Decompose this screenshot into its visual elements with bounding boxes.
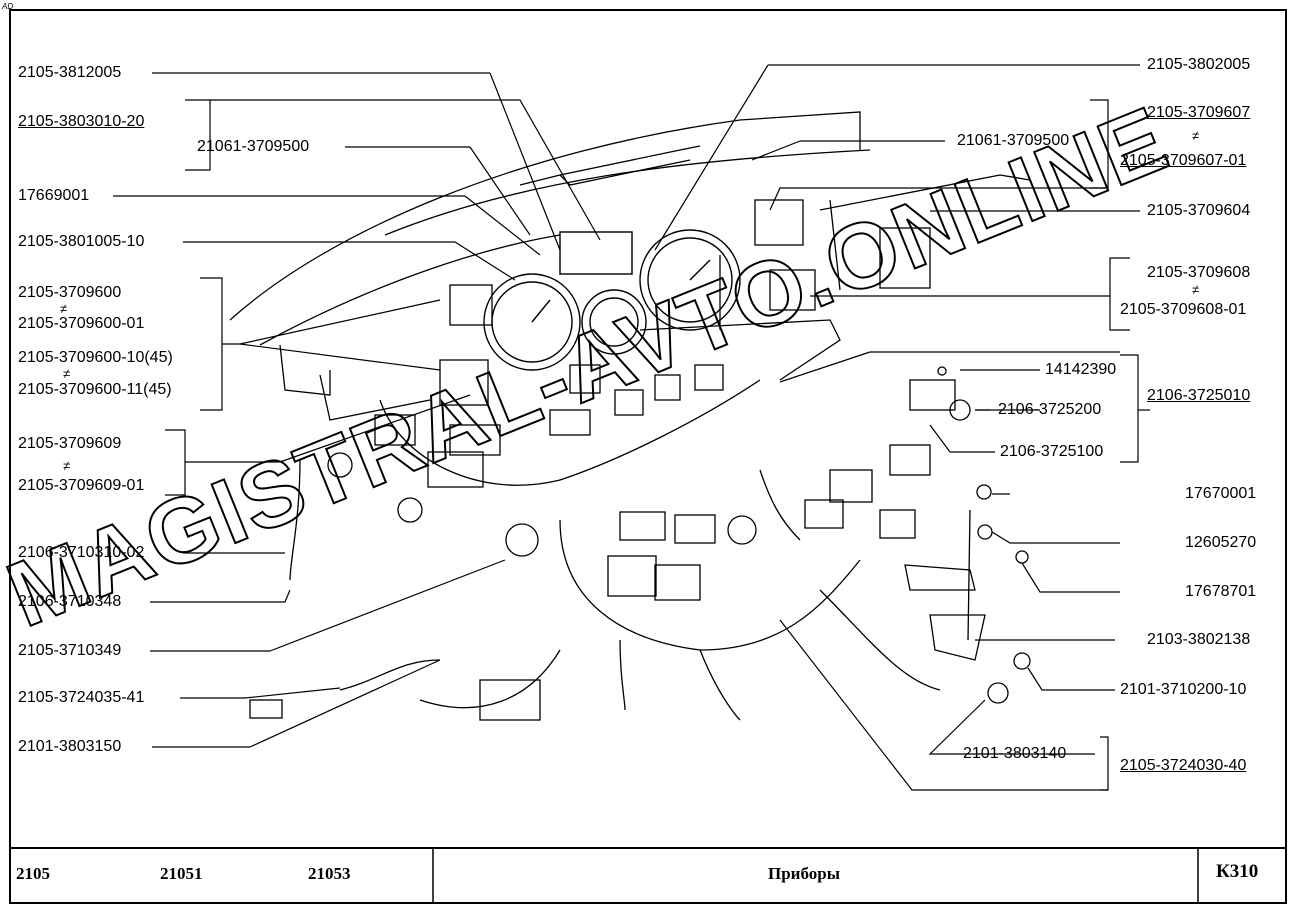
part-label: 2106-3710348 [18,593,122,610]
switches [439,199,956,411]
part-label: 2105-3709600-01 [18,315,145,332]
footer-model-3: 21053 [308,864,351,883]
part-label: 2103-3802138 [1147,631,1251,648]
footer-title: Приборы [768,864,840,883]
not-equal-sign: ≠ [1192,282,1200,297]
part-label: 2101-3803140 [963,745,1067,762]
part-label: 2105-3709608-01 [1120,301,1247,318]
part-label: 2105-3709600-10(45) [18,349,173,366]
dashboard-outline [229,111,1031,421]
part-label: 2105-3709604 [1147,202,1251,219]
part-label: 2105-3709608 [1147,264,1251,281]
part-label: 21061-3709500 [197,138,310,155]
footer-model-1: 2105 [16,864,50,883]
page-border [9,9,1287,904]
corner-mark: AD [2,2,14,11]
part-label: 2105-3709600 [18,284,122,301]
part-label: 2105-3710349 [18,642,122,659]
part-label: 17670001 [1185,485,1257,502]
part-label: 2106-3725200 [998,401,1102,418]
part-label: 2105-3801005-10 [18,233,145,250]
part-label: 17669001 [18,187,90,204]
part-label: 2106-3725010 [1147,387,1251,404]
part-label: 21061-3709500 [957,132,1070,149]
part-label: 2105-3724035-41 [18,689,145,706]
part-label: 2106-3710310-02 [18,544,145,561]
not-equal-sign: ≠ [60,301,68,316]
part-label: 2105-3802005 [1147,56,1251,73]
part-label: 2105-3709609 [18,435,122,452]
footer-code: К310 [1216,861,1259,882]
not-equal-sign: ≠ [63,366,71,381]
not-equal-sign: ≠ [1192,128,1200,143]
part-label: 14142390 [1045,361,1117,378]
footer-model-2: 21051 [160,864,203,883]
wiring-harness [249,364,941,721]
part-label: 17678701 [1185,583,1257,600]
not-equal-sign: ≠ [63,458,71,473]
right-parts [904,366,1031,704]
part-label: 2105-3803010-20 [18,113,145,130]
part-label: 2105-3709607 [1147,104,1251,121]
part-label: 2105-3709600-11(45) [18,381,172,398]
part-label: 2105-3709609-01 [18,477,145,494]
part-label: 2106-3725100 [1000,443,1104,460]
part-label: 12605270 [1185,534,1257,551]
instrument-gauges [483,229,741,371]
part-label: 2105-3709607-01 [1120,152,1247,169]
part-label: 2101-3803150 [18,738,122,755]
leader-lines [113,64,1150,791]
part-label: 2101-3710200-10 [1120,681,1247,698]
part-label: 2105-3812005 [18,64,122,81]
part-label: 2105-3724030-40 [1120,757,1247,774]
